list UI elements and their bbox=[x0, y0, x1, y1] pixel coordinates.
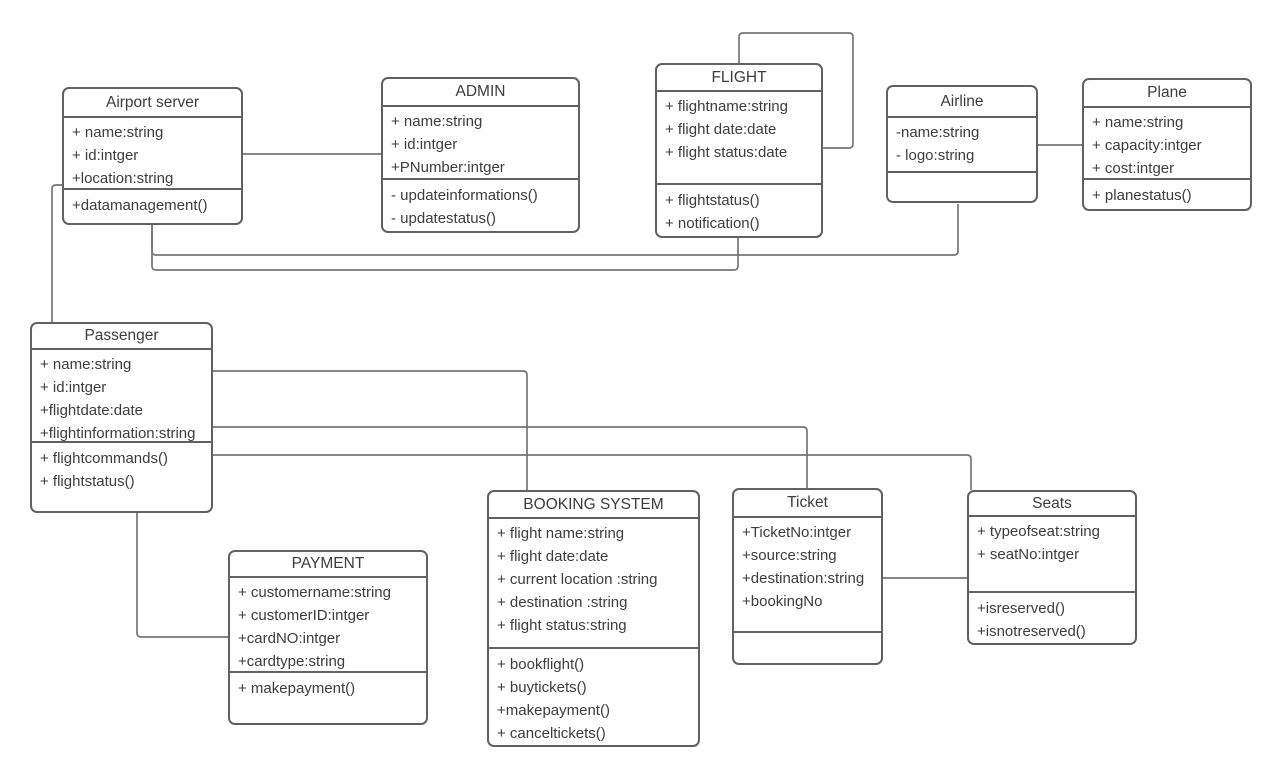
class-attribute: +PNumber:intger bbox=[391, 159, 505, 176]
class-attribute: + flight date:date bbox=[665, 121, 777, 138]
class-title: Airline bbox=[888, 87, 1036, 118]
attributes-section: +TicketNo:intger +source:string +destinati… bbox=[734, 518, 881, 633]
class-method: + flightcommands() bbox=[40, 450, 168, 467]
class-attribute: +flightdate:date bbox=[40, 402, 144, 419]
class-attribute: + customername:string bbox=[238, 584, 391, 601]
class-method: + canceltickets() bbox=[497, 725, 606, 742]
methods-section: +isreserved() +isnotreserved() bbox=[969, 593, 1135, 643]
class-airline[interactable]: Airline -name:string - logo:string bbox=[886, 85, 1038, 203]
class-booking-system[interactable]: BOOKING SYSTEM + flight name:string+ fli… bbox=[487, 490, 700, 747]
class-method: - updateinformations() bbox=[391, 187, 538, 204]
class-attribute: + id:intger bbox=[72, 147, 139, 164]
class-attribute: +destination:string bbox=[742, 570, 865, 587]
class-attribute: + name:string bbox=[1092, 114, 1184, 131]
connector-passenger-ticket[interactable] bbox=[213, 426, 808, 488]
connector-passenger-seats[interactable] bbox=[213, 454, 972, 490]
class-attribute: + current location :string bbox=[497, 571, 658, 589]
class-attribute: + name:string bbox=[391, 113, 483, 130]
class-attribute: +bookingNo bbox=[742, 593, 823, 610]
attributes-section: -name:string - logo:string bbox=[888, 118, 1036, 173]
class-title: PAYMENT bbox=[230, 552, 426, 578]
attributes-section: + flightname:string + flight date:date + f… bbox=[657, 92, 821, 185]
attributes-section: + customername:string + customerID:intger… bbox=[230, 578, 426, 673]
class-attribute: + typeofseat:string bbox=[977, 523, 1100, 540]
class-attribute: +location:string bbox=[72, 170, 174, 187]
class-method: +makepayment() bbox=[497, 702, 610, 719]
class-airport-server[interactable]: Airport server + name:string+ id:intger+… bbox=[62, 87, 243, 225]
class-seats[interactable]: Seats + typeofseat:string + seatNo:intger… bbox=[967, 490, 1137, 645]
class-attribute: +cardNO:intger bbox=[238, 630, 341, 647]
class-method: + planestatus() bbox=[1092, 187, 1192, 204]
methods-section: + planestatus() bbox=[1084, 180, 1250, 209]
attributes-section: + name:string + id:intger +location:string bbox=[64, 118, 241, 190]
class-title: FLIGHT bbox=[657, 65, 821, 92]
class-attribute: + id:intger bbox=[40, 379, 107, 396]
attributes-section: + name:string + capacity:intger + cost:int… bbox=[1084, 108, 1250, 180]
methods-section: + flightcommands() + flightstatus() bbox=[32, 443, 211, 511]
class-attribute: + flight status:string bbox=[497, 617, 627, 635]
class-method: +isnotreserved() bbox=[977, 623, 1086, 640]
class-attribute: + cost:intger bbox=[1092, 160, 1175, 177]
class-method: + buytickets() bbox=[497, 679, 587, 696]
class-title: BOOKING SYSTEM bbox=[489, 492, 698, 520]
class-attribute: + id:intger bbox=[391, 136, 458, 153]
class-payment[interactable]: PAYMENT + customername:string + customerI… bbox=[228, 550, 428, 725]
class-title: Plane bbox=[1084, 80, 1250, 108]
methods-section: + makepayment() bbox=[230, 673, 426, 723]
class-title: Passenger bbox=[32, 324, 211, 350]
class-attribute: + customerID:intger bbox=[238, 607, 370, 624]
class-attribute: + name:string bbox=[40, 356, 132, 373]
class-attribute: -name:string bbox=[896, 124, 980, 141]
methods-section: +datamanagement() bbox=[64, 190, 241, 223]
methods-section bbox=[888, 173, 1036, 201]
connector-passenger-booking-system[interactable] bbox=[213, 370, 528, 490]
methods-section: + bookflight() + buytickets() +makepayment… bbox=[489, 649, 698, 745]
class-attribute: +TicketNo:intger bbox=[742, 524, 852, 541]
class-title: Seats bbox=[969, 492, 1135, 517]
class-attribute: + flight status:date bbox=[665, 144, 788, 161]
class-attribute: + flightname:string bbox=[665, 98, 788, 115]
class-attribute: +source:string bbox=[742, 547, 837, 564]
class-attribute: + capacity:intger bbox=[1092, 137, 1202, 154]
attributes-section: + name:string + id:intger +flightdate:date… bbox=[32, 350, 211, 443]
class-attribute: + name:string bbox=[72, 124, 164, 141]
attributes-section: + flight name:string + flight date:date + … bbox=[489, 519, 698, 649]
connector-airport-server-passenger[interactable] bbox=[51, 184, 62, 322]
class-plane[interactable]: Plane + name:string + capacity:intger + co… bbox=[1082, 78, 1252, 211]
attributes-section: + typeofseat:string + seatNo:intger bbox=[969, 517, 1135, 593]
class-title: Ticket bbox=[734, 490, 881, 518]
class-method: +datamanagement() bbox=[72, 197, 208, 214]
class-attribute: +flightinformation:string bbox=[40, 425, 196, 442]
class-method: + flightstatus() bbox=[40, 473, 135, 490]
class-attribute: + seatNo:intger bbox=[977, 546, 1080, 563]
class-attribute: +cardtype:string bbox=[238, 653, 346, 670]
connector-airport-server-flight[interactable] bbox=[151, 225, 739, 271]
class-method: + makepayment() bbox=[238, 680, 356, 697]
class-attribute: + destination :string bbox=[497, 594, 628, 612]
class-admin[interactable]: ADMIN + name:string + id:intger +PNumber:i… bbox=[381, 77, 580, 233]
class-method: +isreserved() bbox=[977, 600, 1065, 617]
connector-flight-self-loop[interactable] bbox=[738, 32, 854, 149]
attributes-section: + name:string + id:intger +PNumber:intger bbox=[383, 107, 578, 180]
class-method: + bookflight() bbox=[497, 656, 585, 673]
class-ticket[interactable]: Ticket +TicketNo:intger +source:string +de… bbox=[732, 488, 883, 665]
methods-section: - updateinformations() - updatestatus() bbox=[383, 180, 578, 231]
class-attribute: + flight date:date bbox=[497, 548, 609, 566]
class-flight[interactable]: FLIGHT + flightname:string + flight date:… bbox=[655, 63, 823, 238]
connector-passenger-payment[interactable] bbox=[136, 513, 228, 638]
class-title: Airport server bbox=[64, 89, 241, 118]
methods-section bbox=[734, 633, 881, 663]
class-attribute: + flight name:string bbox=[497, 525, 625, 543]
class-method: + flightstatus() bbox=[665, 192, 760, 209]
class-title: ADMIN bbox=[383, 79, 578, 107]
class-attribute: - logo:string bbox=[896, 147, 975, 164]
class-method: + notification() bbox=[665, 215, 760, 232]
class-passenger[interactable]: Passenger + name:string + id:intger +fligh… bbox=[30, 322, 213, 513]
class-method: - updatestatus() bbox=[391, 210, 497, 227]
methods-section: + flightstatus() + notification() bbox=[657, 185, 821, 236]
